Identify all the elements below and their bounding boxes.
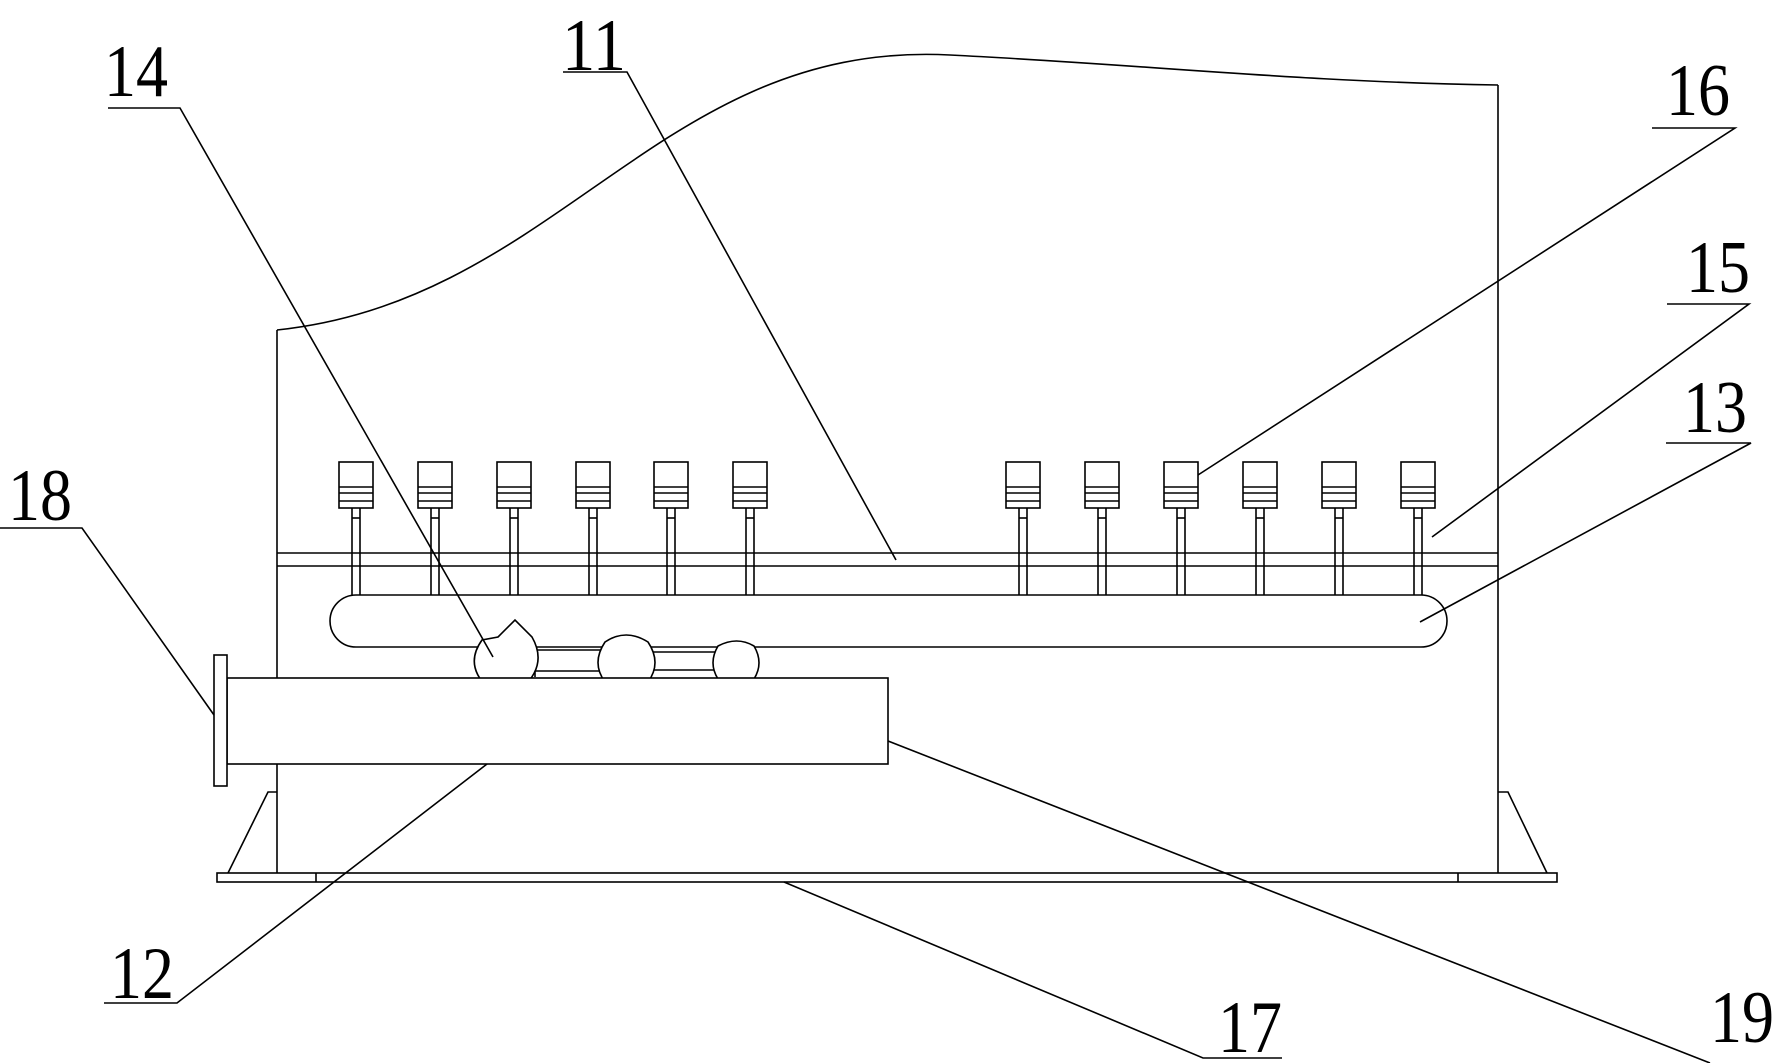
nozzle bbox=[1084, 461, 1120, 595]
nozzle bbox=[417, 461, 453, 595]
reference-labels: 14 11 16 15 13 18 12 17 19 bbox=[8, 5, 1774, 1063]
label-13: 13 bbox=[1683, 367, 1747, 449]
inlet-pipe bbox=[226, 677, 889, 765]
inlet-flange bbox=[213, 654, 228, 787]
nozzle bbox=[575, 461, 611, 595]
nozzle bbox=[496, 461, 532, 595]
manifold-tube bbox=[329, 594, 1448, 648]
nozzle bbox=[1005, 461, 1041, 595]
housing bbox=[276, 53, 1499, 873]
label-16: 16 bbox=[1666, 50, 1730, 132]
label-18: 18 bbox=[8, 455, 72, 537]
label-12: 12 bbox=[110, 933, 174, 1015]
coupling-2 bbox=[712, 640, 760, 684]
label-14: 14 bbox=[104, 31, 168, 113]
base bbox=[216, 791, 1558, 883]
nozzle bbox=[732, 461, 768, 595]
nozzle bbox=[1242, 461, 1278, 595]
label-11: 11 bbox=[562, 5, 626, 87]
label-15: 15 bbox=[1686, 227, 1750, 309]
nozzle bbox=[1163, 461, 1199, 595]
nozzle-array bbox=[338, 461, 1436, 595]
leader-lines bbox=[0, 71, 1752, 1063]
nozzle bbox=[1321, 461, 1357, 595]
nozzle bbox=[1400, 461, 1436, 595]
nozzle bbox=[653, 461, 689, 595]
nozzle bbox=[338, 461, 374, 595]
label-17: 17 bbox=[1218, 987, 1282, 1063]
label-19: 19 bbox=[1710, 977, 1774, 1059]
support-bar bbox=[277, 552, 1498, 567]
